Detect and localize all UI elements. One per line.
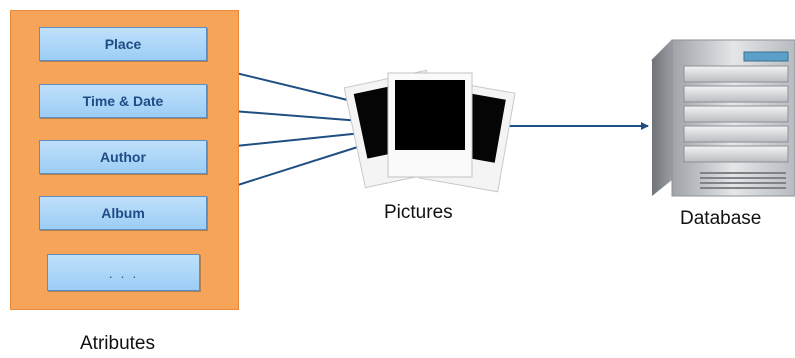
- attribute-author: Author: [39, 140, 207, 174]
- attributes-caption: Atributes: [80, 333, 155, 354]
- attribute-place: Place: [39, 27, 207, 61]
- pictures-icon: [343, 69, 516, 193]
- attribute-place-label: Place: [104, 36, 142, 52]
- attribute-more: . . .: [47, 254, 200, 291]
- attribute-album-label: Album: [101, 205, 145, 221]
- pictures-caption: Pictures: [384, 202, 453, 223]
- attribute-more-label: . . .: [108, 264, 139, 281]
- attribute-album: Album: [39, 196, 207, 230]
- attribute-time-date: Time & Date: [39, 84, 207, 118]
- database-server-icon: [650, 39, 795, 197]
- attribute-author-label: Author: [100, 149, 146, 165]
- attribute-time-date-label: Time & Date: [82, 93, 164, 109]
- database-caption: Database: [680, 208, 762, 229]
